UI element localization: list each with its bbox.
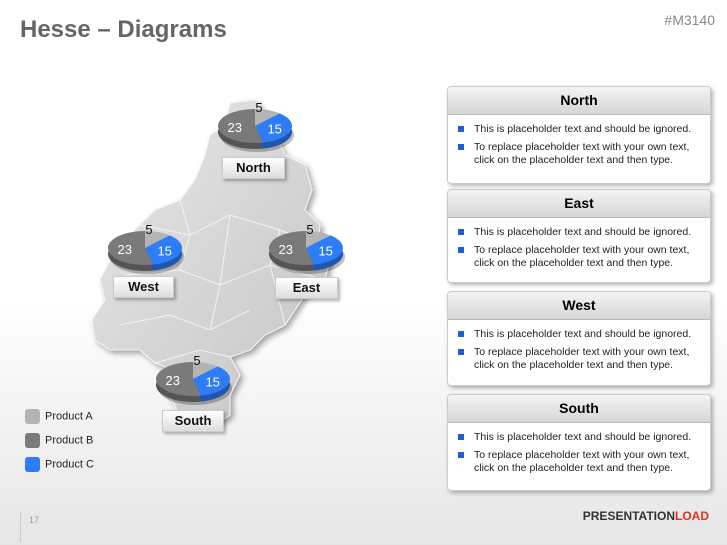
logo-text: LOAD bbox=[675, 509, 709, 523]
panel-title: East bbox=[448, 190, 710, 218]
pie-data-label-b: 23 bbox=[279, 242, 293, 257]
bullet: This is placeholder text and should be i… bbox=[458, 328, 700, 341]
bullet: This is placeholder text and should be i… bbox=[458, 431, 700, 444]
legend-item-product-b: Product B bbox=[25, 433, 93, 448]
pie-data-label-c: 15 bbox=[267, 121, 281, 136]
bullet: To replace placeholder text with your ow… bbox=[458, 244, 700, 270]
pie-data-label-a: 5 bbox=[306, 222, 313, 237]
swatch-icon bbox=[25, 409, 40, 424]
pie-slice-a bbox=[193, 362, 218, 379]
page-number: 17 bbox=[20, 512, 39, 542]
pie-slice-a bbox=[255, 109, 280, 126]
region-label-east: East bbox=[275, 277, 338, 299]
panel-title: West bbox=[448, 292, 710, 320]
pie-data-label-c: 15 bbox=[205, 374, 219, 389]
pie-data-label-b: 23 bbox=[166, 373, 180, 388]
panel-west: West This is placeholder text and should… bbox=[447, 291, 711, 386]
hesse-map bbox=[91, 99, 331, 426]
panel-title: North bbox=[448, 87, 710, 115]
bullet: To replace placeholder text with your ow… bbox=[458, 141, 700, 167]
swatch-icon bbox=[25, 433, 40, 448]
region-label-south: South bbox=[162, 410, 224, 432]
legend-item-product-c: Product C bbox=[25, 457, 94, 472]
legend-label: Product A bbox=[45, 410, 93, 423]
panel-title: South bbox=[448, 395, 710, 423]
region-label-north: North bbox=[222, 157, 285, 179]
pie-data-label-b: 23 bbox=[118, 242, 132, 257]
pie-data-label-a: 5 bbox=[255, 100, 262, 115]
page-title: Hesse – Diagrams bbox=[20, 16, 227, 43]
bullet: To replace placeholder text with your ow… bbox=[458, 346, 700, 372]
pie-slice-c bbox=[255, 113, 292, 143]
product-code: #M3140 bbox=[664, 12, 715, 28]
pie-data-label-c: 15 bbox=[157, 243, 171, 258]
legend-label: Product C bbox=[45, 458, 94, 471]
pie-slice-c bbox=[193, 366, 231, 396]
region-label-west: West bbox=[113, 276, 174, 298]
pie-slice-b bbox=[108, 231, 154, 265]
pie-slice-c bbox=[145, 235, 183, 265]
pie-data-label-b: 23 bbox=[228, 120, 242, 135]
pie-slice-a bbox=[145, 231, 170, 248]
pie-data-label-a: 5 bbox=[193, 353, 200, 368]
pie-data-label-c: 15 bbox=[318, 243, 332, 258]
pie-data-label-a: 5 bbox=[145, 222, 152, 237]
logo: PRESENTATIONLOAD bbox=[583, 509, 709, 523]
panel-south: South This is placeholder text and shoul… bbox=[447, 394, 711, 491]
pie-chart-west: 5 15 23 bbox=[108, 222, 184, 274]
panel-north: North This is placeholder text and shoul… bbox=[447, 86, 711, 184]
logo-text: PRESENTATION bbox=[582, 509, 675, 523]
pie-chart-east: 5 15 23 bbox=[269, 222, 345, 274]
pie-slice-b bbox=[156, 362, 202, 396]
pie-chart-south: 5 15 23 bbox=[156, 353, 232, 405]
panel-east: East This is placeholder text and should… bbox=[447, 189, 711, 283]
bullet: To replace placeholder text with your ow… bbox=[458, 449, 700, 475]
legend-item-product-a: Product A bbox=[25, 409, 93, 424]
legend-label: Product B bbox=[45, 434, 94, 447]
pie-slice-c bbox=[306, 235, 343, 265]
pie-slice-b bbox=[218, 109, 264, 143]
pie-chart-north: 5 15 23 bbox=[218, 100, 294, 152]
swatch-icon bbox=[25, 457, 40, 472]
bullet: This is placeholder text and should be i… bbox=[458, 226, 700, 239]
bullet: This is placeholder text and should be i… bbox=[458, 123, 700, 136]
pie-slice-b bbox=[269, 231, 315, 265]
pie-slice-a bbox=[306, 231, 331, 248]
